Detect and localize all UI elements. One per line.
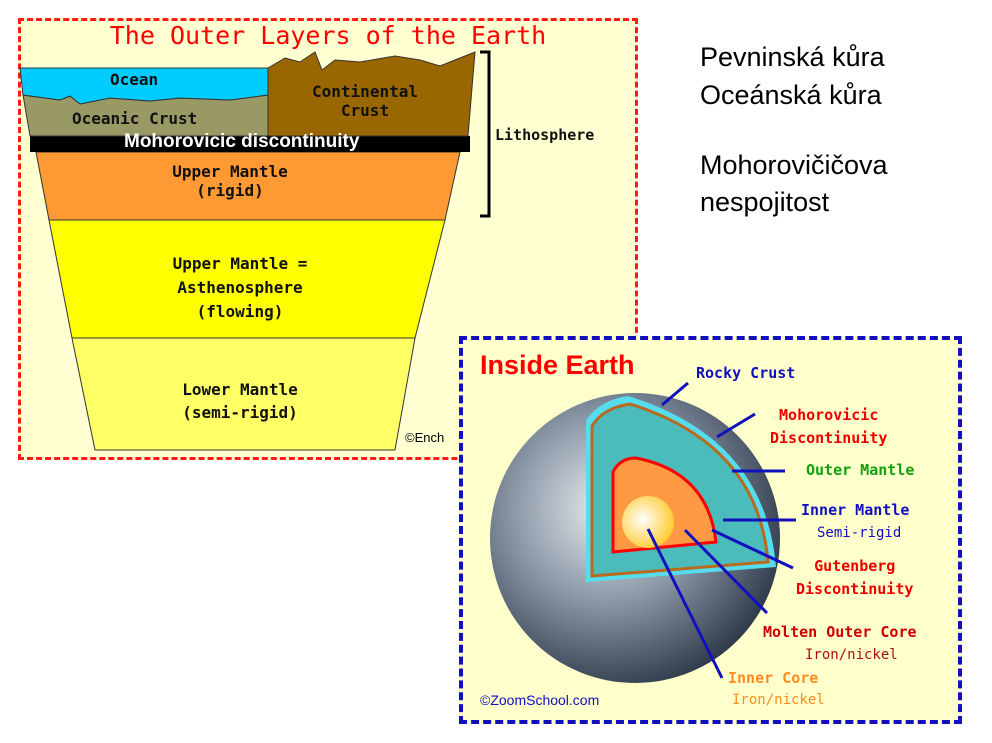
label-line: Continental: [312, 82, 418, 101]
label-line: Gutenberg: [814, 557, 896, 575]
ocean-label: Ocean: [110, 70, 159, 89]
oceanic-crust-label: Oceanic Crust: [72, 109, 198, 128]
label-line: Discontinuity: [796, 580, 914, 598]
enchanted-credit: ©Ench: [405, 430, 445, 445]
label-line: (semi-rigid): [182, 403, 298, 422]
zoomschool-credit: ©ZoomSchool.com: [480, 692, 600, 708]
moho-band: [30, 136, 470, 152]
leader-line: [661, 381, 689, 407]
label-line: (flowing): [196, 302, 284, 321]
label-line: Discontinuity: [770, 429, 888, 447]
asthenosphere-label: Upper Mantle = Asthenosphere (flowing): [140, 252, 340, 324]
inner-core-sub: Iron/nickel: [732, 692, 825, 708]
lithosphere-label: Lithosphere: [495, 126, 595, 144]
continental-crust-layer: [267, 51, 476, 137]
layers-cross-section: [19, 50, 491, 451]
outer-layers-title: The Outer Layers of the Earth: [109, 21, 547, 50]
inner-core-label: Inner Core: [728, 669, 819, 687]
outer-mantle-label: Outer Mantle: [806, 461, 915, 479]
inner-core: [622, 496, 674, 548]
czech-moho-line1: Mohorovičičova: [700, 150, 888, 180]
leader-lines: [646, 381, 796, 679]
lithosphere-bracket: [480, 50, 491, 218]
czech-moho-line2: nespojitost: [700, 187, 830, 217]
czech-continental-crust: Pevninská kůra: [700, 42, 885, 72]
outer-core-label: Molten Outer Core: [763, 623, 917, 641]
label-line: Upper Mantle: [172, 162, 288, 181]
label-line: Crust: [340, 101, 390, 120]
lower-mantle-label: Lower Mantle (semi-rigid): [150, 378, 330, 424]
leader-line: [711, 528, 794, 570]
label-line: Upper Mantle =: [172, 254, 308, 273]
leader-line: [716, 412, 756, 439]
leader-line: [646, 528, 724, 679]
label-line: Asthenosphere: [177, 278, 303, 297]
moho-label: Mohorovicic discontinuity: [124, 131, 360, 152]
label-line: (rigid): [196, 181, 264, 200]
inner-mantle-label: Inner Mantle: [801, 501, 910, 519]
outer-core-sub: Iron/nickel: [805, 647, 898, 663]
gutenberg-discontinuity-label: Gutenberg Discontinuity: [796, 555, 913, 601]
upper-mantle-label: Upper Mantle (rigid): [150, 162, 310, 200]
moho-discontinuity-label: Mohorovicic Discontinuity: [770, 404, 887, 450]
inner-mantle-sub: Semi-rigid: [817, 525, 902, 541]
label-line: Lower Mantle: [182, 380, 298, 399]
rocky-crust-label: Rocky Crust: [696, 364, 796, 382]
continental-crust-label: Continental Crust: [290, 82, 440, 120]
czech-oceanic-crust: Oceánská kůra: [700, 80, 882, 110]
label-line: Mohorovicic: [779, 406, 879, 424]
leader-line: [683, 528, 769, 615]
inside-earth-title: Inside Earth: [480, 350, 635, 380]
